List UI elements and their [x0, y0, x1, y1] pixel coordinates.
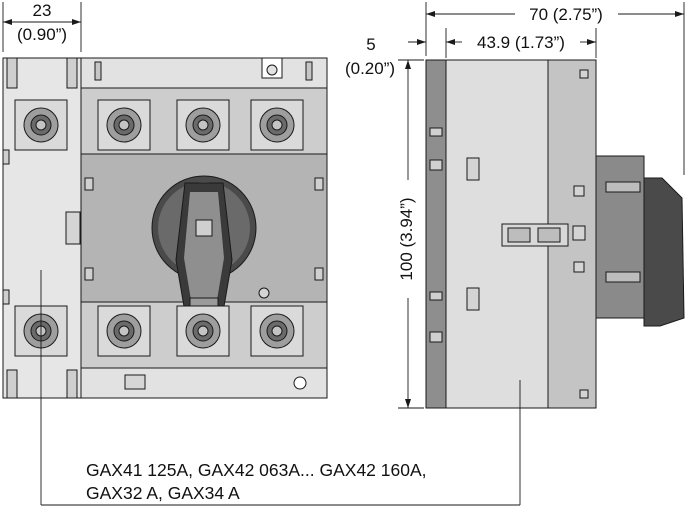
terminal-screw [97, 99, 151, 151]
dimension-lines [2, 2, 685, 506]
terminal-screw [176, 305, 230, 357]
side-view [425, 59, 685, 409]
side-handle-base [595, 155, 645, 319]
terminal-screw [176, 99, 230, 151]
front-indicator [258, 287, 270, 299]
terminal-screw [250, 305, 304, 357]
dim-front-width-in: (0.90”) [17, 25, 67, 44]
dim-total-depth: 70 (2.75”) [529, 5, 603, 24]
terminal-screw [97, 305, 151, 357]
dim-offset-in: (0.20”) [345, 59, 395, 78]
dimension-arrows [3, 11, 684, 408]
side-handle-knob [643, 177, 685, 327]
dim-offset-mm: 5 [366, 35, 375, 54]
terminal-screw [250, 99, 304, 151]
dim-depth: 43.9 (1.73”) [477, 33, 565, 52]
caption-line-1: GAX41 125A, GAX42 063A... GAX42 160A, [86, 460, 427, 480]
dim-front-width-mm: 23 [33, 1, 52, 20]
dim-height: 100 (3.94”) [397, 197, 416, 280]
caption-line-2: GAX32 A, GAX34 A [86, 483, 240, 503]
terminal-screw [14, 99, 68, 151]
side-mounting-plate [425, 59, 447, 409]
